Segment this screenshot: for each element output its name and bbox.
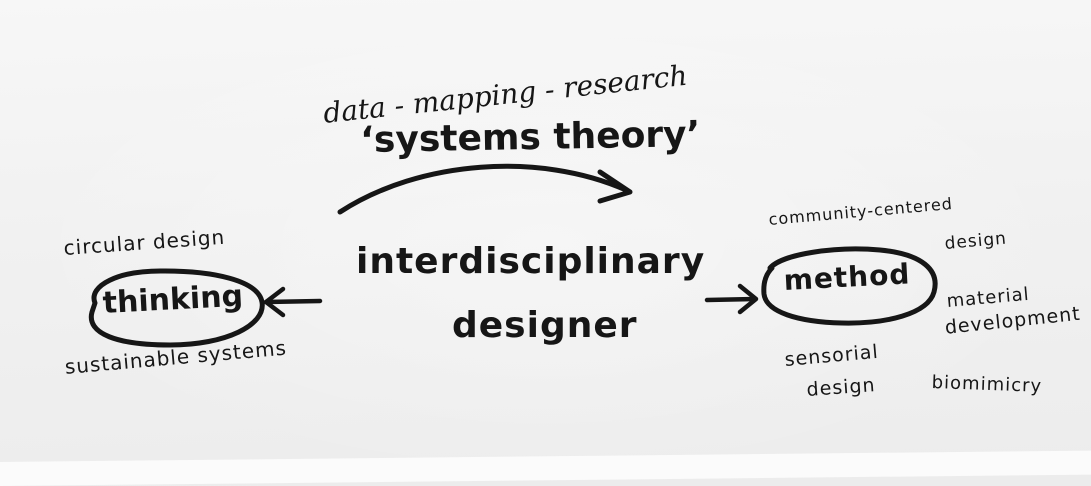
method-arrowhead [737, 283, 759, 315]
sensorial-design-label: design [805, 374, 877, 401]
method-arrow-shaft [704, 296, 758, 303]
systems-theory-label: ‘systems theory’ [359, 114, 701, 161]
thinking-arrowhead [263, 286, 286, 318]
thinking-oval [88, 268, 265, 348]
thinking-node: thinking [101, 278, 244, 321]
systems-theory-arrow [337, 163, 629, 215]
designer-label: designer [452, 305, 638, 346]
interdisciplinary-label: interdisciplinary [356, 241, 706, 282]
method-node: method [782, 257, 912, 297]
method-oval [761, 246, 938, 326]
biomimicry-label: biomimicry [931, 372, 1043, 397]
thinking-arrow-shaft [263, 298, 323, 305]
systems-theory-arrowhead [597, 169, 633, 204]
